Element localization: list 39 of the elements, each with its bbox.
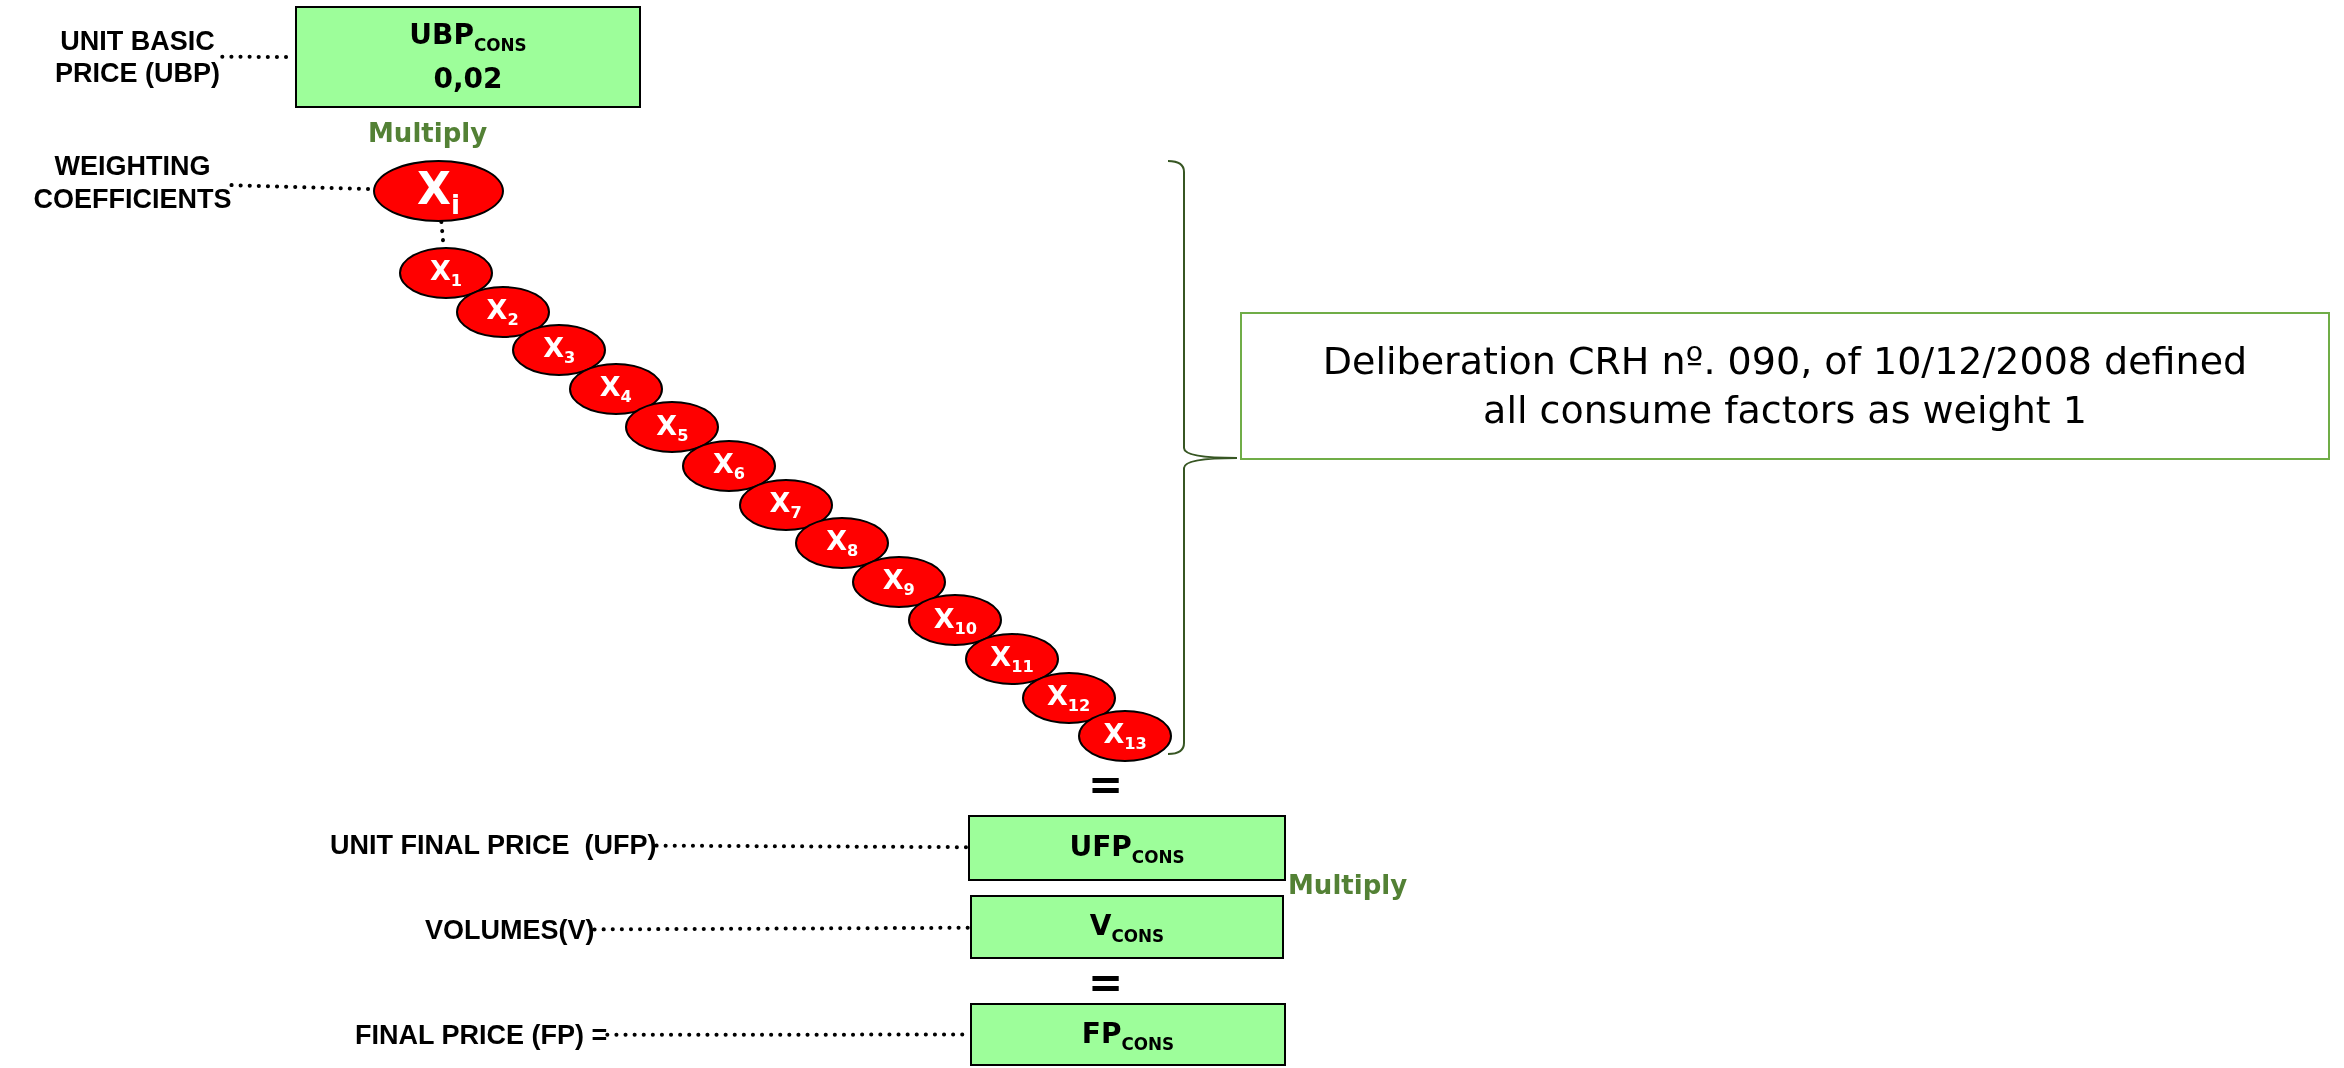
note-text: Deliberation CRH nº. 090, of 10/12/2008 defined all consume factors as weight 1: [1321, 337, 2249, 434]
row-label: UNIT FINAL PRICE (UFP): [330, 825, 730, 865]
value-box: [970, 1003, 1286, 1066]
coefficient-text: X$_{1}$: [429, 255, 463, 291]
row-label: WEIGHTING COEFFICIENTS: [10, 145, 255, 220]
value-text: 0,02: [433, 60, 503, 97]
operator-text: Multiply: [368, 118, 488, 148]
value-text: UFP$_{CONS}$: [1069, 829, 1185, 869]
value-box: [295, 6, 641, 108]
row-label: FINAL PRICE (FP) =: [355, 1015, 665, 1055]
coefficient-text: X$_{8}$: [826, 525, 859, 561]
coefficient-ellipse: [399, 247, 493, 299]
coefficient-text: X$_{5}$: [656, 409, 689, 446]
coefficient-ellipse: [965, 633, 1059, 685]
coefficient-ellipse: [682, 440, 776, 492]
operator-text: Multiply: [1288, 870, 1408, 900]
coefficient-text: X$_{9}$: [882, 564, 915, 600]
equals-sign: =: [1088, 958, 1124, 1007]
note-box: [1240, 312, 2330, 460]
coefficient-text: X$_{4}$: [599, 371, 632, 407]
coefficient-text: X$_{13}$: [1103, 718, 1147, 754]
coefficient-text: X$_{6}$: [712, 448, 746, 484]
value-box: [970, 895, 1284, 959]
coefficient-text: X$_{12}$: [1046, 679, 1091, 716]
leader-line: [654, 843, 970, 850]
equals-sign: =: [1088, 760, 1124, 809]
leader-line: [592, 925, 972, 932]
value-text: V$_{CONS}$: [1089, 908, 1165, 948]
value-text: UBP$_{CONS}$: [409, 17, 527, 57]
coefficient-text: X$_{7}$: [769, 486, 802, 523]
row-label: VOLUMES(V): [425, 910, 635, 950]
coefficient-text: X$_{2}$: [486, 293, 519, 330]
coefficient-text: X$_{3}$: [543, 332, 576, 368]
value-text: FP$_{CONS}$: [1081, 1015, 1175, 1056]
value-box: [968, 815, 1286, 881]
coefficient-text: X$_{10}$: [933, 602, 978, 639]
row-label: UNIT BASIC PRICE (UBP): [20, 12, 255, 102]
coefficient-text: X$_{11}$: [990, 641, 1034, 677]
coefficient-text: X$_{i}$: [417, 162, 460, 220]
